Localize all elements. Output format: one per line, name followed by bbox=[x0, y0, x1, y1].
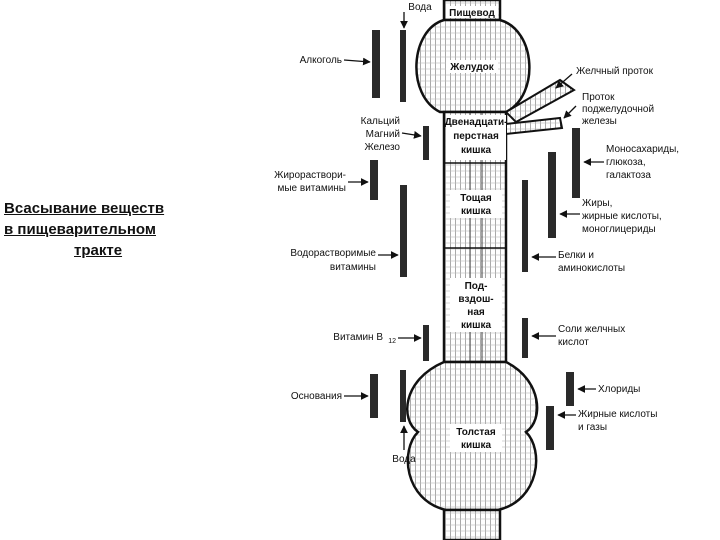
label-monosaccharides-1: Моносахариды, bbox=[606, 144, 679, 155]
label-pancreas-2: поджелудочной bbox=[582, 104, 654, 115]
band-monosaccharides bbox=[572, 128, 580, 198]
band-water-top bbox=[400, 30, 406, 102]
label-fats-1: Жиры, bbox=[582, 198, 612, 209]
label-water-top: Вода bbox=[408, 2, 432, 13]
label-esophagus: Пищевод bbox=[449, 8, 495, 19]
label-proteins-2: аминокислоты bbox=[558, 263, 625, 274]
left-labels: Вода Алкоголь Кальций Магний Железо Жиро… bbox=[274, 2, 432, 465]
label-jejunum-1: Тощая bbox=[460, 193, 492, 204]
title-line-2: в пищеварительном bbox=[4, 221, 156, 238]
label-pancreas-1: Проток bbox=[582, 92, 615, 103]
label-bases: Основания bbox=[291, 391, 342, 402]
label-ileum-3: ная bbox=[467, 307, 485, 318]
band-chlorides bbox=[566, 372, 574, 406]
label-fats-2: жирные кислоты, bbox=[582, 211, 662, 222]
band-water-vitamins bbox=[400, 185, 407, 277]
absorption-bands bbox=[370, 30, 580, 450]
label-fat-vitamins-1: Жирораствори- bbox=[274, 170, 346, 181]
band-proteins bbox=[522, 180, 528, 272]
page-title: Всасывание веществ в пищеварительном тра… bbox=[4, 198, 230, 261]
band-water-bottom bbox=[400, 370, 406, 422]
label-bile-salts-1: Соли желчных bbox=[558, 324, 625, 335]
label-jejunum-2: кишка bbox=[461, 206, 491, 217]
label-vitamin-b12-sub: 12 bbox=[388, 338, 396, 345]
label-duodenum-1: Двенадцати- bbox=[445, 117, 508, 128]
label-calcium: Кальций bbox=[361, 116, 400, 127]
label-colon-1: Толстая bbox=[456, 427, 496, 438]
band-fat-vitamins bbox=[370, 160, 378, 200]
label-duodenum-3: кишка bbox=[461, 145, 491, 156]
title-line-1: Всасывание веществ bbox=[4, 200, 165, 217]
label-water-bottom: Вода bbox=[392, 454, 416, 465]
label-chlorides: Хлориды bbox=[598, 384, 640, 395]
rectum-tube bbox=[442, 508, 502, 540]
label-fats-3: моноглицериды bbox=[582, 224, 656, 235]
band-minerals bbox=[423, 126, 429, 160]
label-colon-2: кишка bbox=[461, 440, 491, 451]
label-water-vitamins-2: витамины bbox=[330, 262, 376, 273]
band-bile-salts bbox=[522, 318, 528, 358]
right-labels: Желчный проток Проток поджелудочной желе… bbox=[558, 66, 679, 433]
label-ileum-1: Под- bbox=[465, 281, 488, 292]
label-ileum-4: кишка bbox=[461, 320, 491, 331]
label-bile-salts-2: кислот bbox=[558, 337, 589, 348]
label-iron: Железо bbox=[364, 142, 400, 153]
label-bile-duct: Желчный проток bbox=[576, 66, 654, 77]
label-ileum-2: вздош- bbox=[458, 294, 493, 305]
label-stomach: Желудок bbox=[449, 62, 495, 73]
tract-outline bbox=[406, 0, 539, 540]
label-monosaccharides-2: глюкоза, bbox=[606, 157, 646, 168]
band-vitamin-b12 bbox=[423, 325, 429, 361]
band-fatty-acids bbox=[546, 406, 554, 450]
label-fatty-acids-2: и газы bbox=[578, 422, 607, 433]
label-monosaccharides-3: галактоза bbox=[606, 170, 651, 181]
ducts bbox=[504, 78, 576, 136]
label-vitamin-b12: Витамин B bbox=[333, 332, 383, 343]
label-pancreas-3: железы bbox=[582, 116, 617, 127]
label-proteins-1: Белки и bbox=[558, 250, 594, 261]
label-fat-vitamins-2: мые витамины bbox=[277, 183, 346, 194]
title-line-3: тракте bbox=[74, 242, 123, 259]
label-duodenum-2: перстная bbox=[453, 131, 499, 142]
organ-labels: Пищевод Желудок Двенадцати- перстная киш… bbox=[445, 6, 508, 452]
label-water-vitamins-1: Водорастворимые bbox=[290, 248, 376, 259]
label-magnesium: Магний bbox=[366, 129, 400, 140]
arrows bbox=[343, 12, 604, 450]
band-bases bbox=[370, 374, 378, 418]
label-fatty-acids-1: Жирные кислоты bbox=[578, 409, 657, 420]
band-alcohol bbox=[372, 30, 380, 98]
band-fats bbox=[548, 152, 556, 238]
bile-duct bbox=[504, 78, 576, 124]
label-alcohol: Алкоголь bbox=[300, 55, 342, 66]
